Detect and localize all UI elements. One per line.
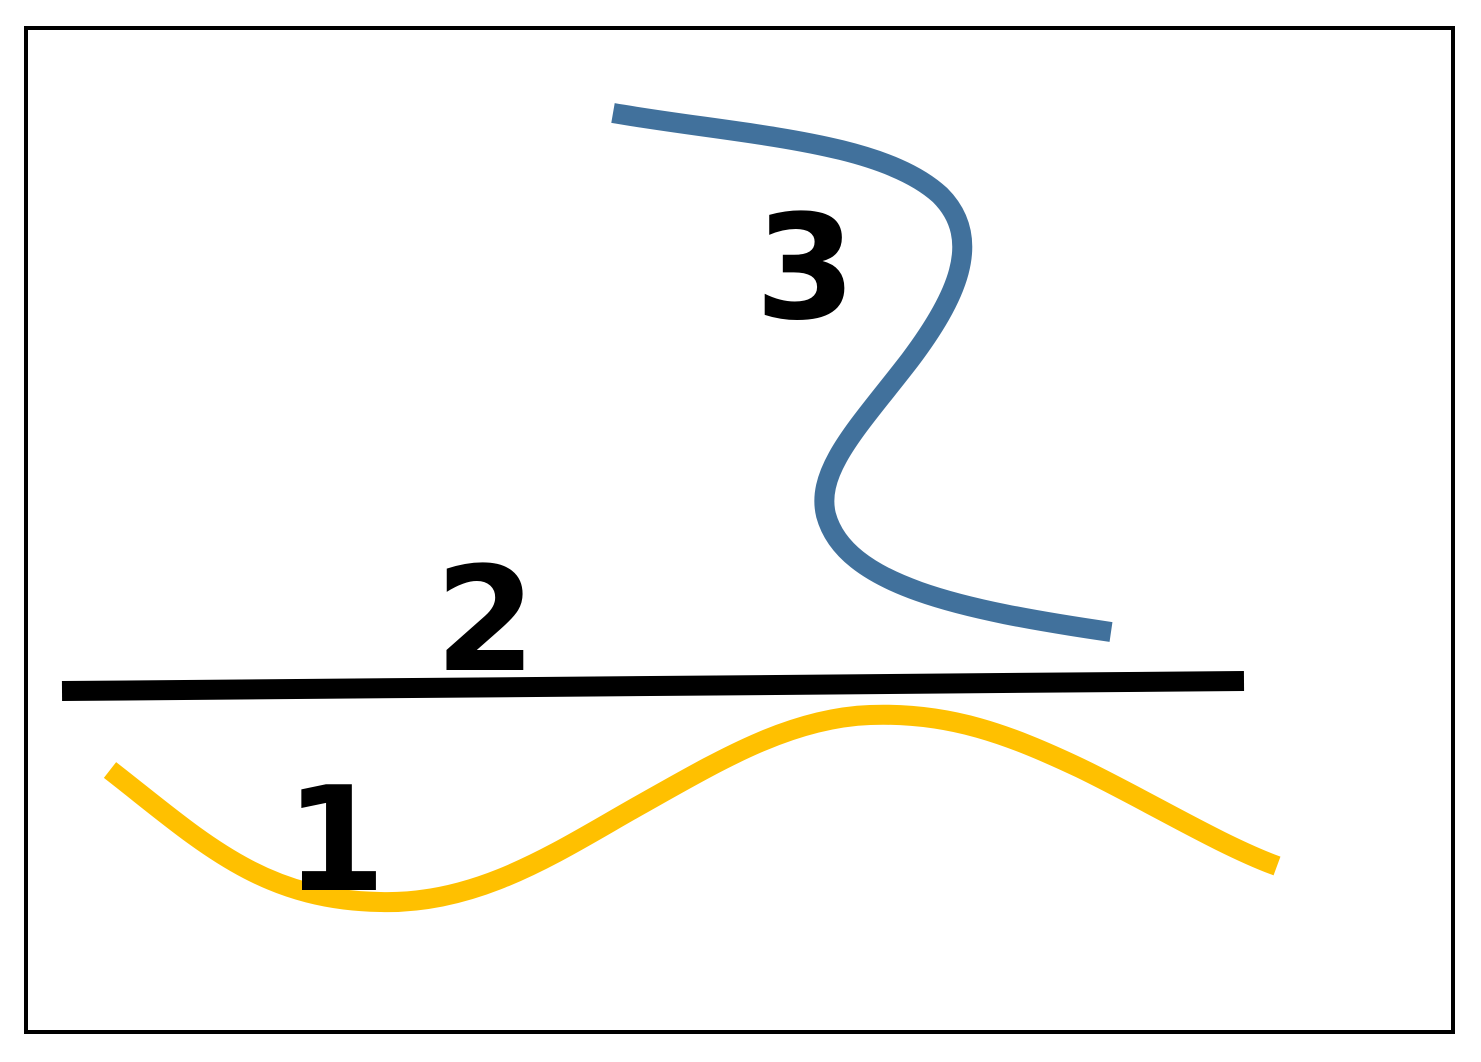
curve-1-label: 1 bbox=[285, 756, 386, 925]
diagram-border bbox=[24, 26, 1455, 1034]
curve-1-yellow-wave bbox=[103, 704, 1281, 913]
curve-2-black-line bbox=[61, 671, 1245, 701]
curve-2-label: 2 bbox=[435, 536, 536, 705]
curve-3-label: 3 bbox=[755, 184, 856, 353]
curve-3-blue-s-curve bbox=[611, 103, 1113, 642]
